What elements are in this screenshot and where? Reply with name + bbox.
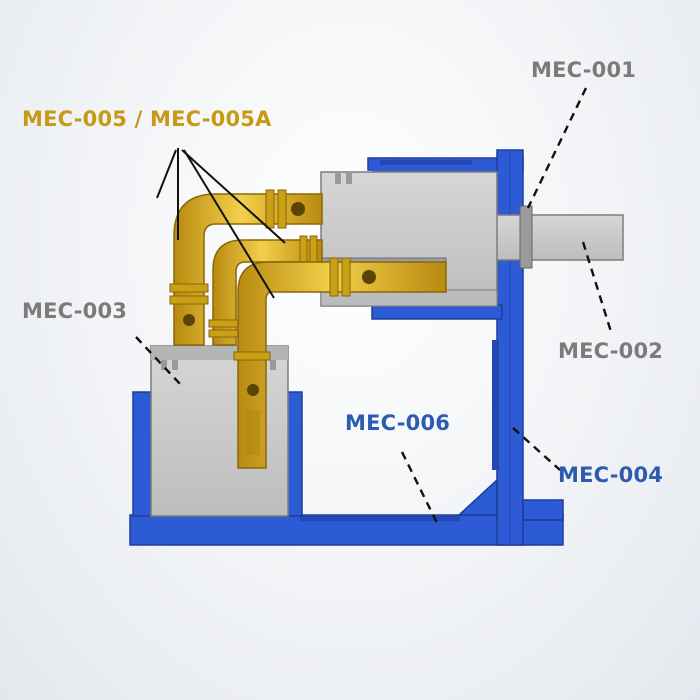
label-mec003: MEC-003: [22, 299, 128, 323]
mec006-leader: [400, 451, 440, 526]
lower-block-mec003: [150, 345, 289, 517]
label-mec005: MEC-005 / MEC-005A: [22, 107, 272, 131]
label-mec001: MEC-001: [531, 58, 637, 82]
label-mec002: MEC-002: [558, 339, 664, 363]
mec004-leader: [512, 427, 561, 471]
mec002-leader: [581, 241, 614, 336]
leader-lines: [135, 87, 614, 526]
mec005-leader-3: [183, 149, 275, 299]
mec001-leader: [526, 87, 588, 209]
mec005-leader-2: [181, 149, 286, 244]
mec005-leader-4: [156, 149, 177, 199]
shaft-mec002: [494, 205, 624, 269]
label-mec006: MEC-006: [345, 411, 451, 435]
gold-pins-mec005: [169, 189, 447, 469]
mec003-leader: [135, 336, 181, 385]
label-mec004: MEC-004: [558, 463, 664, 487]
